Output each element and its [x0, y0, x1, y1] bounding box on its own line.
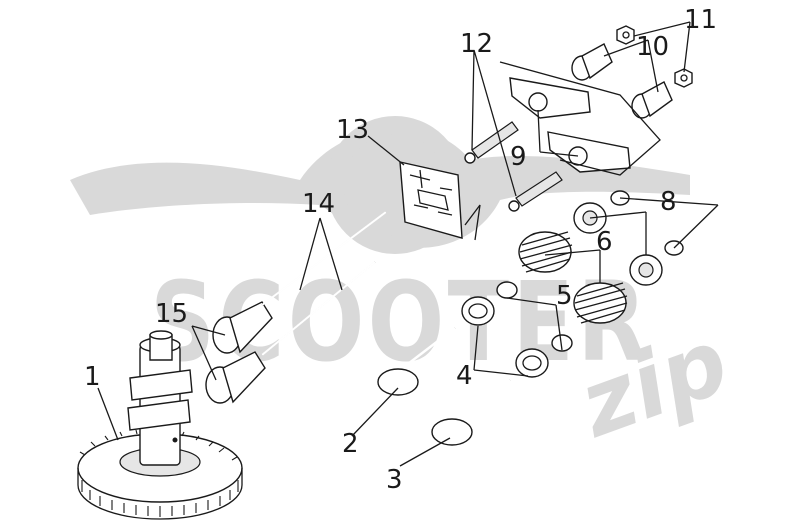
callout-11: 11 [684, 5, 717, 35]
callout-3: 3 [386, 465, 403, 495]
callout-12: 12 [460, 29, 493, 59]
washers [461, 296, 549, 378]
valve-seals [496, 281, 573, 352]
callout-15: 15 [155, 299, 188, 329]
callout-14: 14 [302, 189, 335, 219]
exhaust-valve [431, 378, 511, 446]
callout-6: 6 [596, 227, 613, 257]
callout-13: 13 [336, 115, 369, 145]
leader-lines [97, 21, 719, 467]
callout-2: 2 [342, 429, 359, 459]
camshaft [77, 330, 243, 520]
callout-10: 10 [636, 32, 669, 62]
callout-5: 5 [556, 281, 573, 311]
tappets [205, 301, 273, 404]
intake-valve [377, 327, 456, 396]
push-rods [261, 211, 387, 356]
adjusters [571, 43, 673, 119]
gasket-plate [399, 161, 463, 239]
valve-springs [518, 231, 628, 324]
callout-9: 9 [510, 142, 527, 172]
callout-numbers: 1 2 3 4 5 6 8 9 10 11 12 13 14 15 [84, 5, 717, 495]
watermark-scooter-shape [70, 127, 690, 248]
spring-lower [573, 282, 628, 324]
spring-upper [518, 231, 573, 273]
callout-4: 4 [456, 361, 473, 391]
callout-1: 1 [84, 362, 101, 392]
stud-bolts [464, 121, 563, 212]
callout-8: 8 [660, 187, 677, 217]
